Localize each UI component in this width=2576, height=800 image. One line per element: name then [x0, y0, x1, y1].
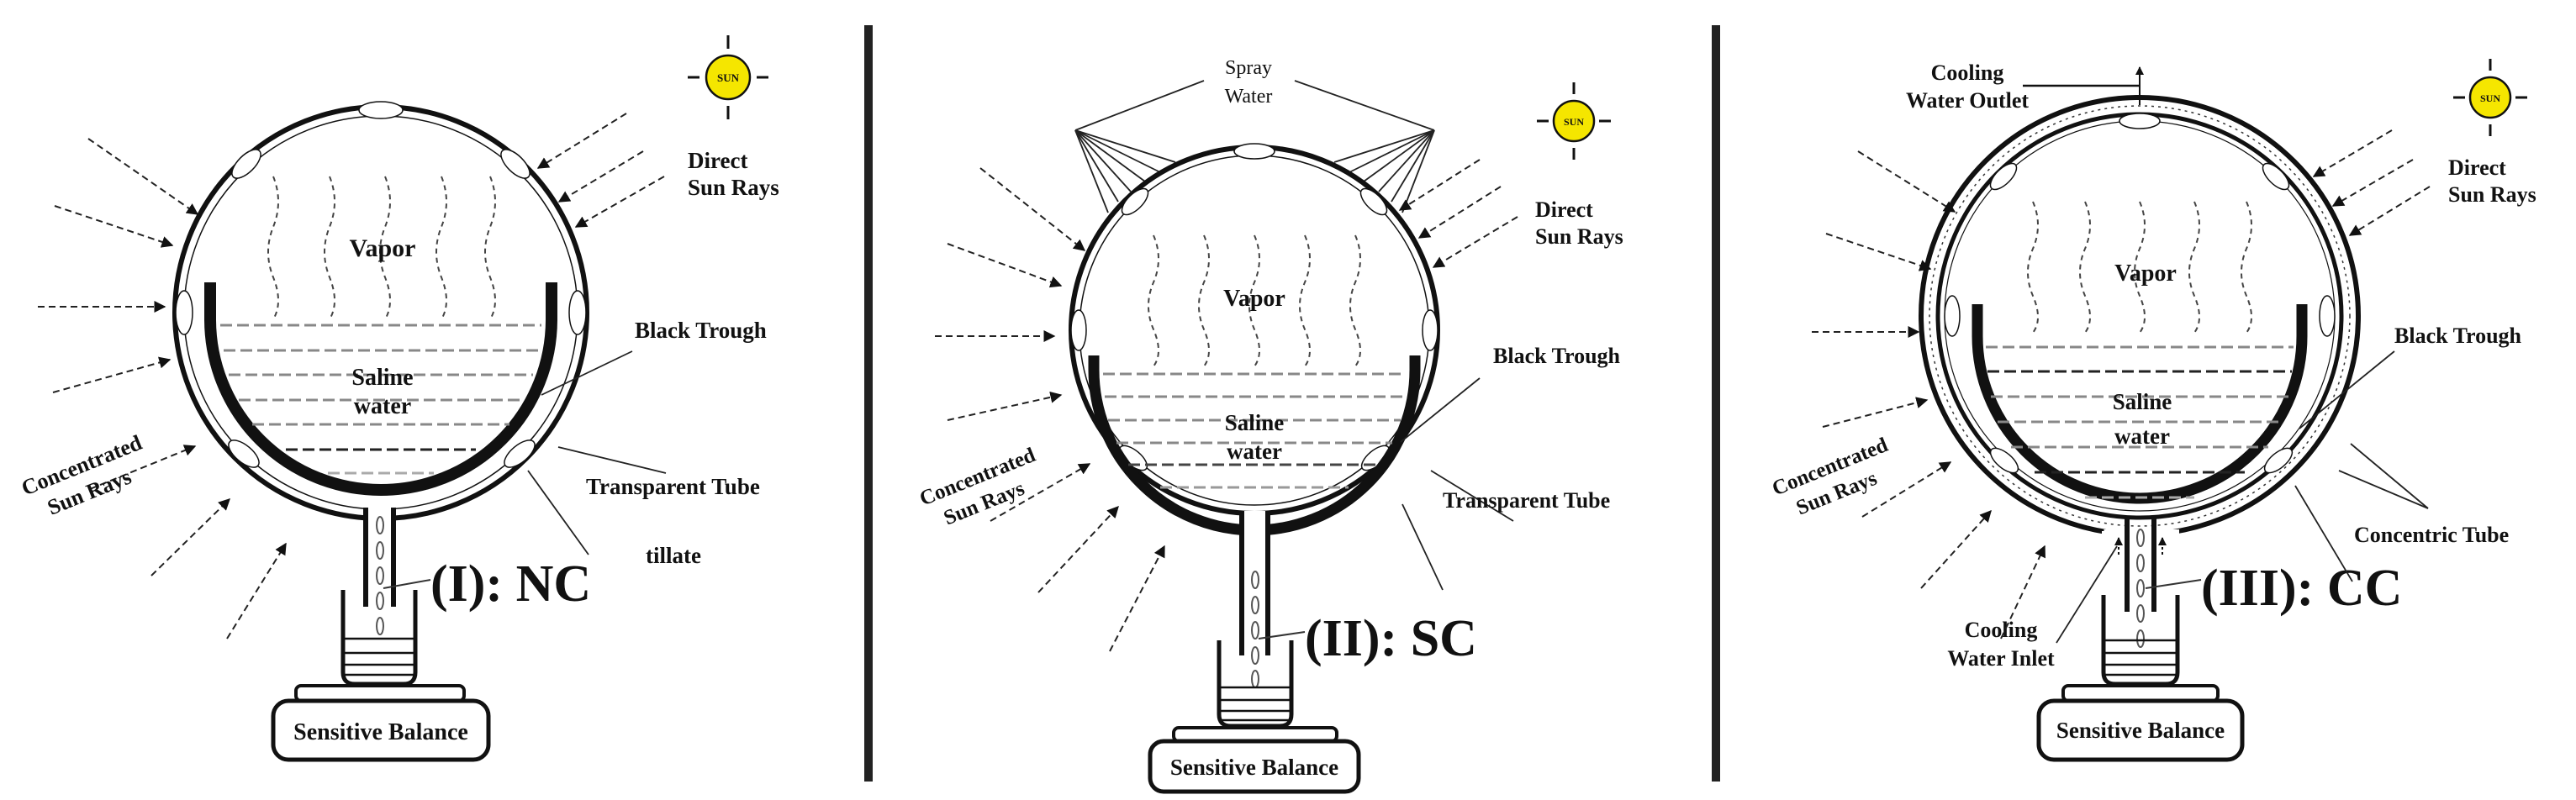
sensitive-balance: [271, 698, 491, 762]
svg-text:Water Outlet: Water Outlet: [1906, 88, 2029, 113]
svg-text:SUN: SUN: [1564, 116, 1584, 128]
panel-caption: (I): NC: [430, 555, 591, 613]
svg-text:SUN: SUN: [717, 71, 740, 84]
svg-text:Sun Rays: Sun Rays: [1535, 224, 1623, 249]
saline-water: [220, 324, 541, 475]
svg-text:Cooling: Cooling: [1931, 61, 2004, 85]
svg-text:Vapor: Vapor: [1223, 286, 1285, 312]
svg-text:Water: Water: [1225, 86, 1273, 108]
svg-text:water: water: [354, 393, 411, 419]
svg-text:SUN: SUN: [2480, 92, 2500, 104]
panel-divider: [864, 25, 873, 782]
panel-caption: (II): SC: [1305, 610, 1477, 667]
svg-text:Sensitive Balance: Sensitive Balance: [2056, 718, 2225, 743]
sun-icon: SUN: [2453, 59, 2527, 136]
svg-text:Black Trough: Black Trough: [1493, 344, 1621, 368]
svg-text:Black Trough: Black Trough: [635, 318, 767, 343]
panel-sc: SUN Spray Water: [916, 57, 1623, 794]
svg-text:Sun Rays: Sun Rays: [688, 175, 779, 200]
svg-text:Direct: Direct: [688, 148, 747, 173]
svg-text:Saline: Saline: [2113, 389, 2172, 414]
svg-text:Concentric Tube: Concentric Tube: [2354, 523, 2509, 547]
panel-nc: SUN: [18, 35, 779, 762]
svg-text:Transparent Tube: Transparent Tube: [1443, 488, 1610, 513]
svg-text:Vapor: Vapor: [350, 234, 416, 262]
svg-text:Direct: Direct: [2448, 155, 2506, 180]
concentrated-sun-rays: [38, 138, 287, 639]
vapor-waves: [267, 176, 496, 320]
black-trough: [204, 282, 557, 496]
svg-text:Water Inlet: Water Inlet: [1947, 646, 2055, 671]
spray-water: [1074, 80, 1435, 213]
panel-cc: SUN Cooling Water Outlet: [1769, 59, 2536, 762]
distillate-outlet: [363, 508, 396, 635]
svg-text:Black Trough: Black Trough: [2394, 324, 2522, 348]
svg-text:Sun Rays: Sun Rays: [2448, 182, 2536, 207]
svg-text:Vapor: Vapor: [2114, 261, 2177, 287]
svg-text:Direct: Direct: [1535, 197, 1593, 222]
label-leaders: [527, 350, 667, 555]
panel-divider: [1712, 25, 1720, 782]
direct-sun-rays: [536, 113, 665, 228]
svg-text:tillate: tillate: [646, 543, 701, 568]
svg-text:Sensitive Balance: Sensitive Balance: [1170, 755, 1338, 780]
panel-caption: (III): CC: [2201, 560, 2402, 617]
svg-text:Saline: Saline: [1225, 410, 1285, 435]
sun-icon: SUN: [1537, 82, 1611, 160]
concentric-tube: [1919, 95, 2361, 537]
svg-text:water: water: [1227, 439, 1282, 464]
svg-text:water: water: [2114, 424, 2170, 449]
svg-text:Spray: Spray: [1225, 57, 1272, 79]
svg-text:Transparent Tube: Transparent Tube: [586, 474, 760, 499]
svg-text:Sensitive Balance: Sensitive Balance: [293, 719, 468, 745]
svg-text:Saline: Saline: [351, 365, 413, 391]
sun-icon: SUN: [688, 35, 768, 119]
